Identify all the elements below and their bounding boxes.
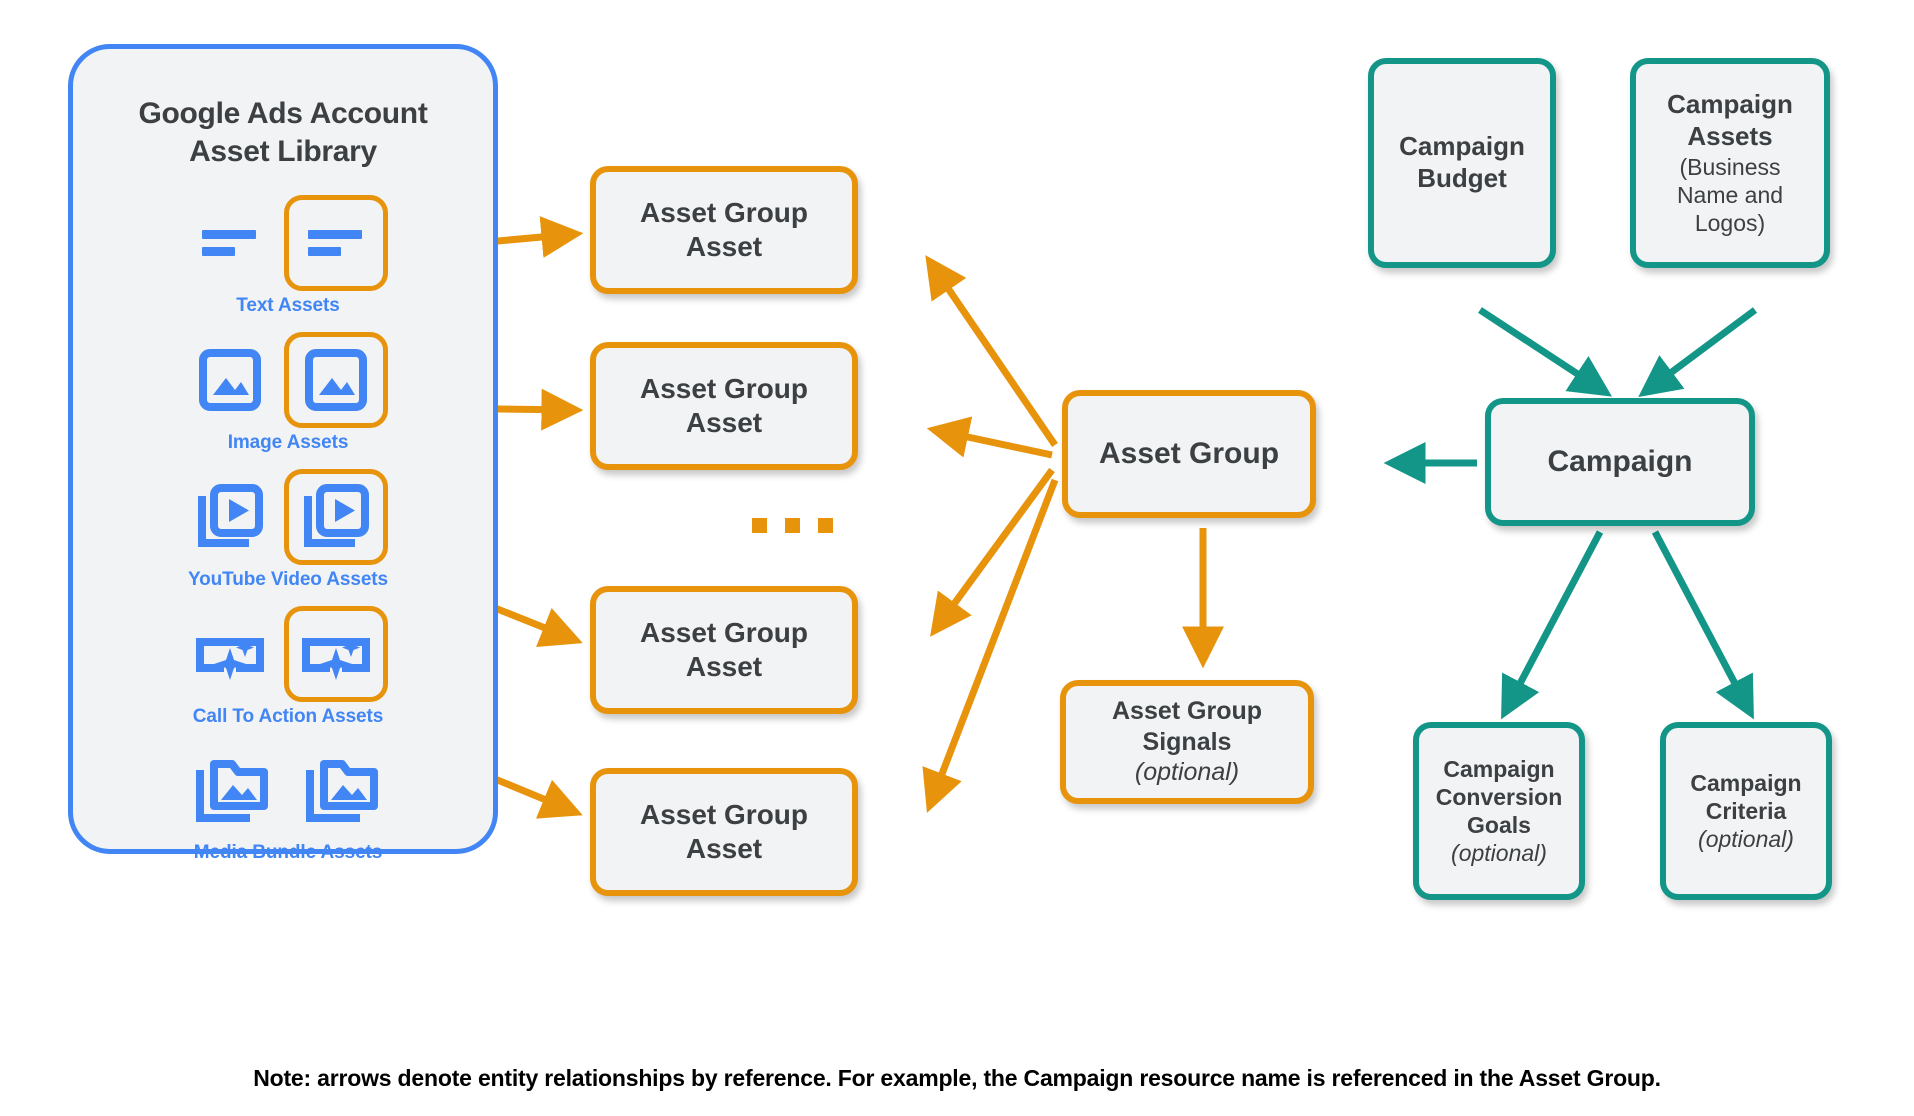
ellipsis-indicator <box>752 518 833 533</box>
asset-group-asset-node[interactable]: Asset Group Asset <box>590 166 858 294</box>
edge-campaign-to-conversion-goals <box>1501 530 1604 720</box>
node-label: Asset Group <box>1098 436 1280 470</box>
library-item-text-assets[interactable]: Text Assets <box>73 195 503 317</box>
edge-asset-group-to-aga4 <box>922 478 1059 813</box>
call-to-action-asset-icon <box>188 612 272 696</box>
node-label-optional: (optional) <box>1134 758 1240 787</box>
library-item-label: Text Assets <box>236 295 340 316</box>
asset-group-node[interactable]: Asset Group <box>1062 390 1316 518</box>
asset-group-asset-node[interactable]: Asset Group Asset <box>590 586 858 714</box>
text-asset-icon <box>188 201 272 285</box>
edge-asset-group-to-aga3 <box>930 467 1055 637</box>
library-item-label: Image Assets <box>227 432 349 453</box>
asset-group-signals-node[interactable]: Asset Group Signals (optional) <box>1060 680 1314 804</box>
node-label-optional: (optional) <box>1698 826 1794 853</box>
library-item-label: Media Bundle Assets <box>193 842 383 863</box>
node-label-main: Campaign Conversion Goals <box>1435 755 1563 838</box>
media-bundle-asset-icon <box>191 748 275 832</box>
asset-library-panel: Google Ads Account Asset Library Text <box>68 44 498 863</box>
node-label: Asset Group Signals (optional) <box>1104 666 1270 819</box>
asset-library-title: Google Ads Account Asset Library <box>138 97 428 168</box>
library-item-media-bundle-assets[interactable]: Media Bundle Assets <box>73 742 503 864</box>
edge-asset-group-to-aga1 <box>925 255 1058 447</box>
media-bundle-asset-icon-2 <box>301 748 385 832</box>
node-label: Asset Group Asset <box>639 372 809 438</box>
library-item-call-to-action-assets[interactable]: Call To Action Assets <box>73 606 503 728</box>
node-label-main: Campaign Assets <box>1667 89 1793 151</box>
ellipsis-dot <box>752 518 767 533</box>
campaign-conversion-goals-node[interactable]: Campaign Conversion Goals (optional) <box>1413 722 1585 900</box>
campaign-criteria-node[interactable]: Campaign Criteria (optional) <box>1660 722 1832 900</box>
campaign-budget-node[interactable]: Campaign Budget <box>1368 58 1556 268</box>
edge-campaign-budget-to-campaign <box>1478 307 1613 397</box>
asset-group-asset-node[interactable]: Asset Group Asset <box>590 342 858 470</box>
image-asset-icon-selected[interactable] <box>284 332 388 428</box>
node-label: Campaign Criteria (optional) <box>1682 741 1809 881</box>
footer-note: Note: arrows denote entity relationships… <box>253 1065 1661 1091</box>
node-label-main: Campaign Criteria <box>1690 769 1802 824</box>
library-item-label: Call To Action Assets <box>192 706 384 727</box>
node-label: Campaign <box>1547 444 1693 478</box>
node-label: Asset Group Asset <box>639 616 809 682</box>
edge-campaign-to-criteria <box>1651 530 1754 720</box>
text-asset-icon-selected[interactable] <box>284 195 388 291</box>
ellipsis-dot <box>818 518 833 533</box>
node-label: Campaign Assets (Business Name and Logos… <box>1659 58 1801 269</box>
campaign-node[interactable]: Campaign <box>1485 398 1755 526</box>
video-asset-icon <box>188 475 272 559</box>
call-to-action-asset-icon-selected[interactable] <box>284 606 388 702</box>
ellipsis-dot <box>785 518 800 533</box>
node-label: Asset Group Asset <box>639 196 809 262</box>
node-label: Asset Group Asset <box>639 798 809 864</box>
video-asset-icon-selected[interactable] <box>284 469 388 565</box>
node-label-main: Asset Group Signals <box>1111 697 1263 756</box>
node-label-detail: (Business Name and Logos) <box>1676 153 1784 236</box>
asset-group-asset-node[interactable]: Asset Group Asset <box>590 768 858 896</box>
edge-asset-group-to-aga2 <box>926 416 1053 459</box>
library-item-image-assets[interactable]: Image Assets <box>73 332 503 454</box>
image-asset-icon <box>188 338 272 422</box>
edge-campaign-assets-to-campaign <box>1638 307 1758 398</box>
library-item-youtube-video-assets[interactable]: YouTube Video Assets <box>73 469 503 591</box>
node-label-optional: (optional) <box>1451 840 1547 867</box>
node-label: Campaign Budget <box>1399 131 1525 193</box>
campaign-assets-node[interactable]: Campaign Assets (Business Name and Logos… <box>1630 58 1830 268</box>
library-item-label: YouTube Video Assets <box>187 569 388 590</box>
node-label: Campaign Conversion Goals (optional) <box>1428 727 1571 895</box>
